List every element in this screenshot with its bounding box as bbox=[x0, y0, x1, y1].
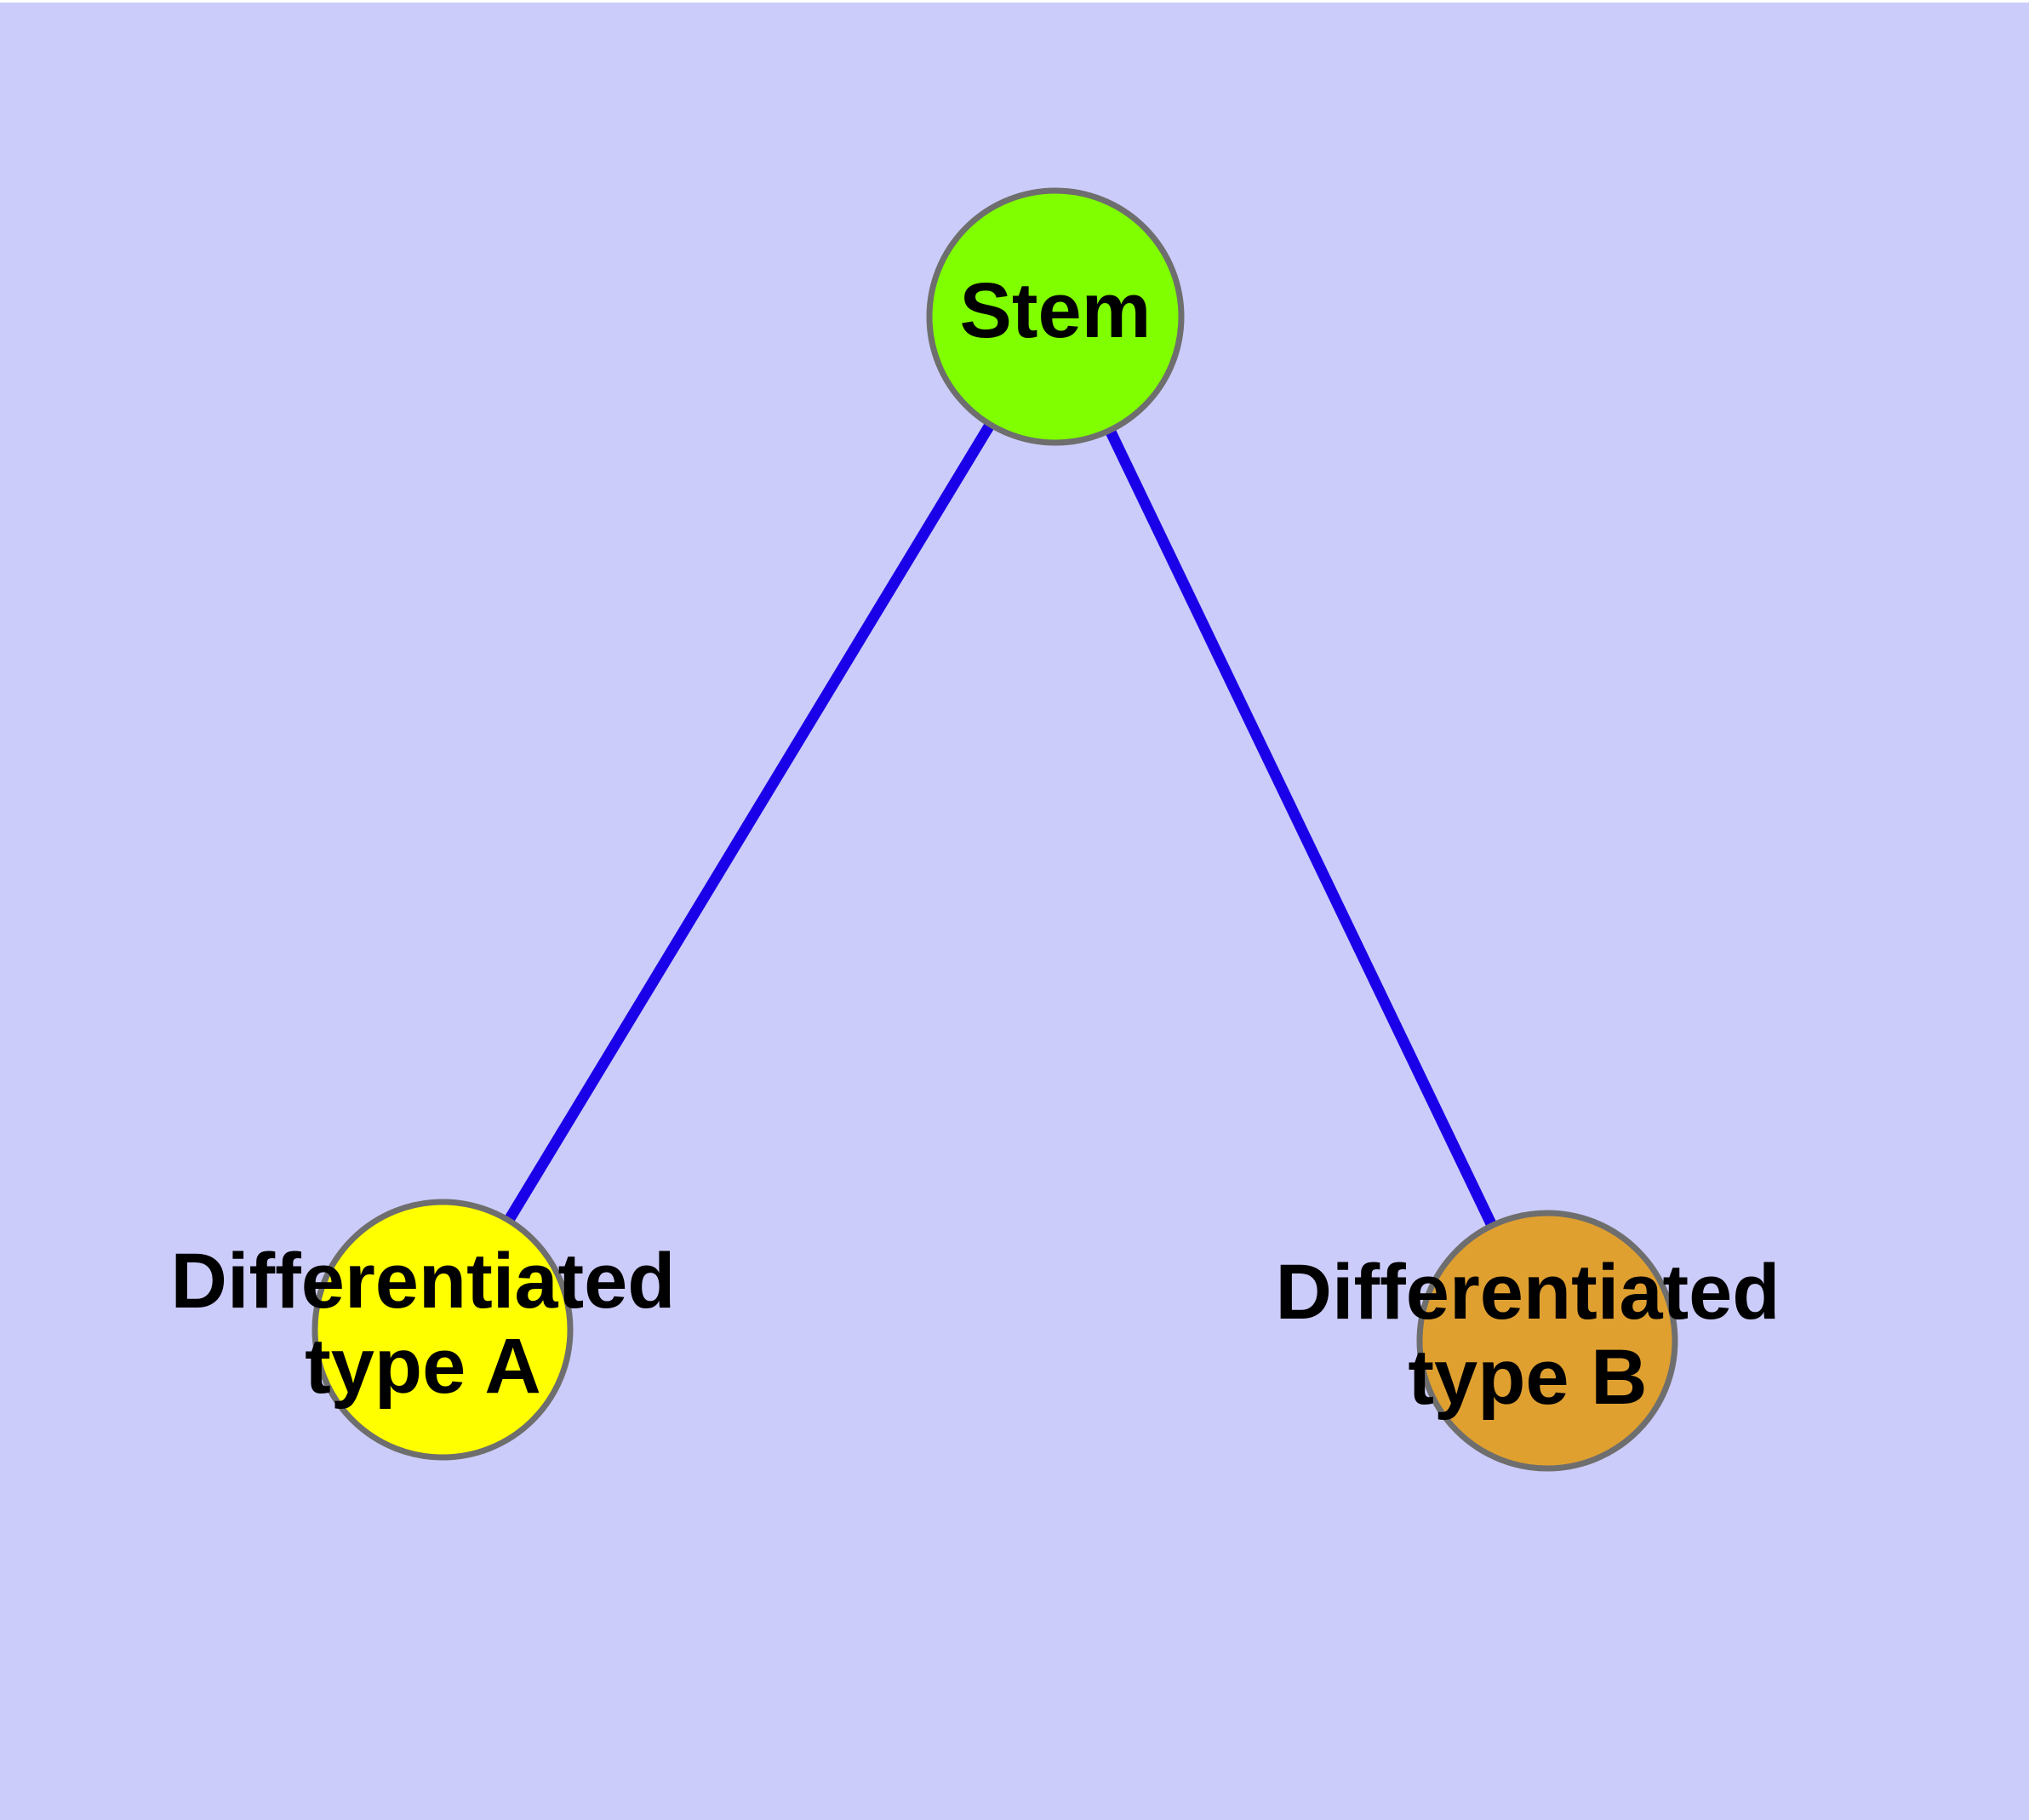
node-circle-diff-b[interactable] bbox=[1416, 1210, 1678, 1472]
node-label-stem: Stem bbox=[960, 267, 1152, 354]
edge-stem-to-b bbox=[1050, 314, 1552, 1343]
node-label-line: Differentiated bbox=[171, 1238, 676, 1325]
node-label-line: Differentiated bbox=[1276, 1249, 1780, 1336]
node-label-line: Stem bbox=[960, 267, 1152, 354]
edge-stem-to-a bbox=[437, 313, 1060, 1333]
edges-layer bbox=[437, 313, 1552, 1343]
node-stem[interactable]: Stem bbox=[926, 187, 1185, 446]
node-label-line: type B bbox=[1408, 1334, 1647, 1421]
node-label-line: type A bbox=[305, 1323, 541, 1410]
node-circle-stem[interactable] bbox=[926, 187, 1185, 446]
node-circle-diff-a[interactable] bbox=[311, 1199, 574, 1461]
